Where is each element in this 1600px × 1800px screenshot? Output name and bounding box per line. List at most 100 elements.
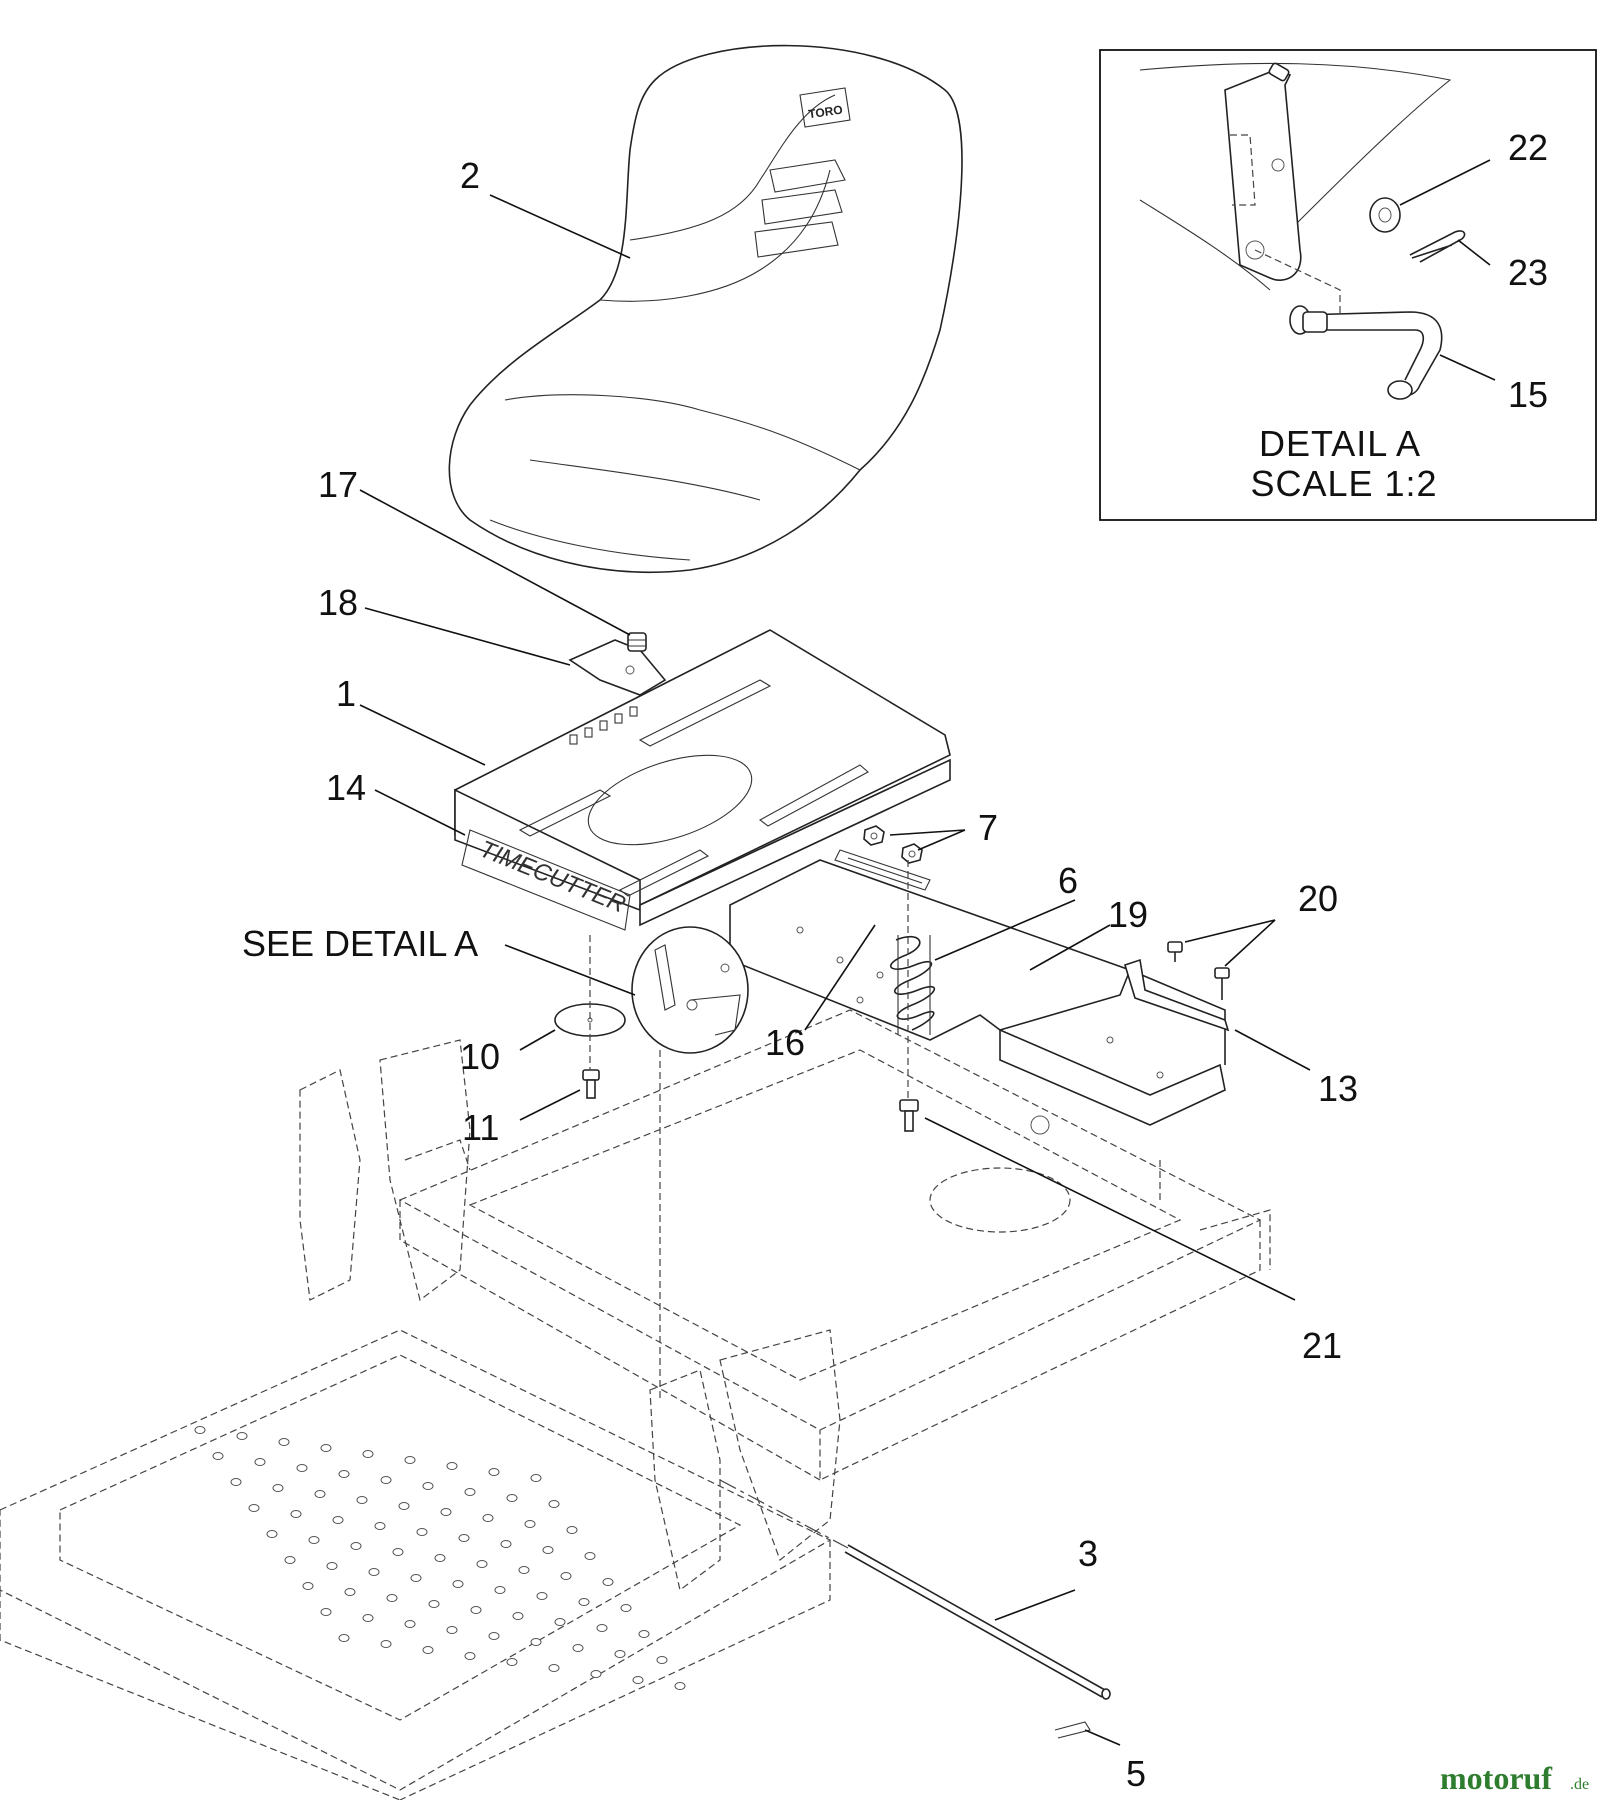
foot-plate-hole: [344, 1588, 356, 1596]
spring: [890, 935, 936, 1035]
bolt-20-left: [1167, 941, 1183, 962]
bolt-11: [582, 1069, 600, 1099]
seat-switch-bracket: [568, 639, 667, 696]
leader-lines: [359, 159, 1496, 1746]
hairpin-5: [1054, 1721, 1091, 1739]
foot-plate-hole: [572, 1644, 584, 1652]
foot-plate-hole: [488, 1632, 500, 1640]
foot-plate-hole: [494, 1586, 506, 1594]
foot-plate-hole: [566, 1526, 578, 1534]
foot-plate-hole: [362, 1614, 374, 1622]
foot-plate-hole: [416, 1528, 428, 1536]
foot-plate-hole: [398, 1502, 410, 1510]
foot-plate-hole: [380, 1640, 392, 1648]
foot-plate-hole: [602, 1578, 614, 1586]
foot-plate-hole: [530, 1474, 542, 1482]
seat-cushion: TORO: [448, 44, 963, 573]
callout-2: 2: [460, 155, 480, 196]
callout-5: 5: [1126, 1753, 1146, 1794]
foot-plate-hole: [380, 1476, 392, 1484]
foot-plate-hole: [518, 1566, 530, 1574]
foot-plate-hole: [302, 1582, 314, 1590]
foot-plate-hole: [392, 1548, 404, 1556]
foot-plate-hole: [320, 1444, 332, 1452]
foot-plate-hole: [590, 1670, 602, 1678]
callout-13: 13: [1318, 1068, 1358, 1109]
foot-plate-hole: [332, 1516, 344, 1524]
foot-plate-hole: [506, 1494, 518, 1502]
foot-plate-hole: [350, 1542, 362, 1550]
callout-19: 19: [1108, 894, 1148, 935]
see-detail-a-label: SEE DETAIL A: [242, 923, 478, 964]
foot-plate-hole: [482, 1514, 494, 1522]
foot-plate-hole: [338, 1634, 350, 1642]
nut-7-upper: [863, 825, 885, 846]
callout-18: 18: [318, 582, 358, 623]
foot-plate-hole: [464, 1488, 476, 1496]
foot-plate-hole: [554, 1618, 566, 1626]
foot-plate-hole: [434, 1554, 446, 1562]
foot-plate-hole: [584, 1552, 596, 1560]
hairpin-clip-23: [1409, 230, 1466, 263]
foot-plate-hole: [404, 1620, 416, 1628]
callout-6: 6: [1058, 860, 1078, 901]
foot-plate-hole: [446, 1626, 458, 1634]
callout-10: 10: [460, 1036, 500, 1077]
foot-plate-hole: [656, 1656, 668, 1664]
foot-plate-hole: [278, 1438, 290, 1446]
foot-plate-hole: [248, 1504, 260, 1512]
callout-20: 20: [1298, 878, 1338, 919]
washer-10: [554, 1003, 626, 1037]
foot-plate-hole: [596, 1624, 608, 1632]
foot-plate-hole: [284, 1556, 296, 1564]
foot-plate-hole: [272, 1484, 284, 1492]
foot-plate-hole: [512, 1612, 524, 1620]
foot-plate-hole: [290, 1510, 302, 1518]
foot-plate-hole: [386, 1594, 398, 1602]
foot-plate-hole: [530, 1638, 542, 1646]
foot-plate-hole: [326, 1562, 338, 1570]
foot-plate-hole: [422, 1482, 434, 1490]
pan-slot-row: [569, 706, 638, 745]
callout-11: 11: [462, 1107, 499, 1148]
callout-1: 1: [336, 673, 356, 714]
foot-plate-hole: [374, 1522, 386, 1530]
watermark-main-text: motoruf: [1440, 1760, 1552, 1796]
callout-3: 3: [1078, 1533, 1098, 1574]
seat-switch: [627, 632, 647, 652]
foot-plate-hole: [614, 1650, 626, 1658]
foot-plate-hole: [320, 1608, 332, 1616]
foot-plate-hole: [338, 1470, 350, 1478]
foot-plate-hole: [500, 1540, 512, 1548]
foot-plate-hole: [212, 1452, 224, 1460]
foot-plate-hole: [296, 1464, 308, 1472]
detail-title-line2: SCALE 1:2: [1250, 463, 1437, 504]
foot-plate-hole: [410, 1574, 422, 1582]
foot-plate-hole: [356, 1496, 368, 1504]
callout-17: 17: [318, 464, 358, 505]
callout-21: 21: [1302, 1325, 1342, 1366]
bolt-21: [899, 1099, 919, 1132]
foot-plate-hole: [632, 1676, 644, 1684]
foot-plate-hole: [464, 1652, 476, 1660]
foot-plate-hole: [230, 1478, 242, 1486]
foot-plate-hole: [308, 1536, 320, 1544]
foot-plate-hole: [440, 1508, 452, 1516]
foot-plate-hole: [548, 1500, 560, 1508]
rod-3: [844, 1544, 1111, 1700]
callout-16: 16: [765, 1022, 805, 1063]
callout-23: 23: [1508, 252, 1548, 293]
callout-14: 14: [326, 767, 366, 808]
foot-plate-hole: [446, 1462, 458, 1470]
watermark-suffix-text: .de: [1570, 1776, 1589, 1793]
foot-plate-hole: [578, 1598, 590, 1606]
foot-plate-hole: [560, 1572, 572, 1580]
callout-22: 22: [1508, 127, 1548, 168]
motoruf-watermark: motoruf .de: [1440, 1760, 1589, 1796]
foot-plate-hole: [470, 1606, 482, 1614]
foot-plate-hole: [638, 1630, 650, 1638]
foot-plate-hole: [488, 1468, 500, 1476]
foot-plate-hole: [314, 1490, 326, 1498]
foot-plate-hole: [368, 1568, 380, 1576]
